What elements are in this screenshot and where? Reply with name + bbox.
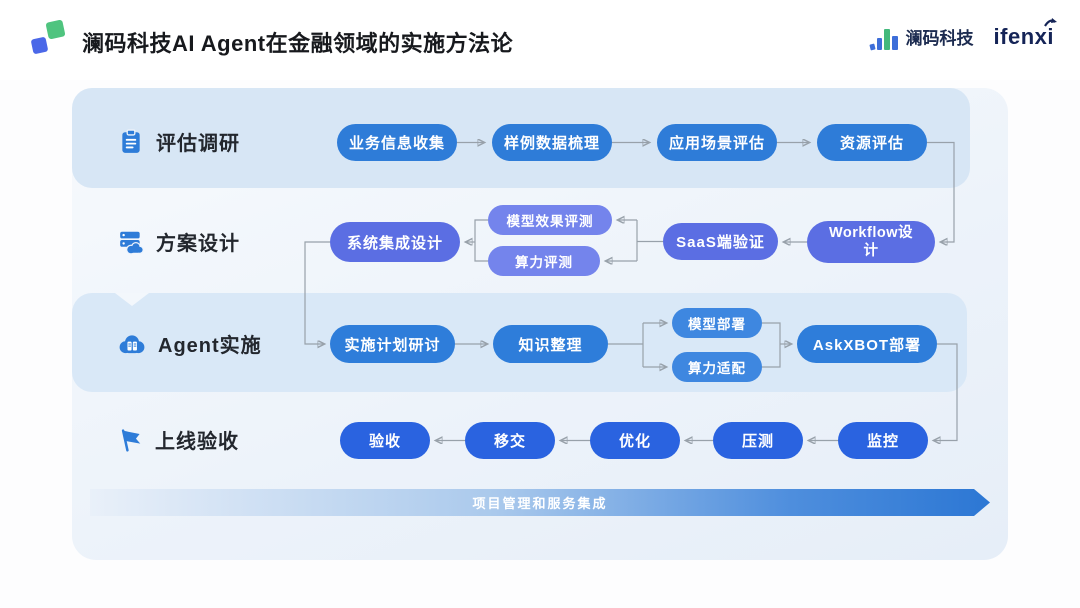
header: 澜码科技AI Agent在金融领域的实施方法论 澜码科技 ifenxi [0, 0, 1080, 80]
clipboard-icon [122, 128, 140, 153]
node-model-deployment: 模型部署 [672, 308, 762, 338]
row-label: 上线验收 [155, 431, 239, 453]
node-handover: 移交 [465, 422, 555, 459]
row-label: 评估调研 [156, 133, 240, 155]
footer-label: 项目管理和服务集成 [472, 496, 608, 511]
row-label: 方案设计 [156, 233, 240, 255]
row-header-design: 方案设计 [118, 227, 240, 256]
row-header-assess: 评估调研 [118, 127, 240, 156]
node-compute-evaluation: 算力评测 [488, 246, 600, 276]
cloud-agent-icon [119, 334, 145, 353]
lanma-brand-text: 澜码科技 [905, 29, 974, 48]
footer-arrow-bar: 项目管理和服务集成 [90, 489, 990, 516]
lanma-squares-logo-icon [30, 19, 66, 56]
node-compute-adaptation: 算力适配 [672, 352, 762, 382]
node-askxbot-deployment: AskXBOT部署 [797, 325, 937, 363]
node-knowledge-organization: 知识整理 [493, 325, 608, 363]
node-implementation-plan-discussion: 实施计划研讨 [330, 325, 455, 363]
lanma-brand: 澜码科技 [868, 24, 974, 51]
node-workflow-design: Workflow设计 [807, 221, 935, 263]
node-business-info-collection: 业务信息收集 [337, 124, 457, 161]
node-resource-evaluation: 资源评估 [817, 124, 927, 161]
header-brands: 澜码科技 ifenxi [868, 18, 1057, 51]
ifenxi-accent-icon [1044, 18, 1057, 27]
node-system-integration-design: 系统集成设计 [330, 222, 460, 262]
flag-icon [121, 429, 141, 452]
node-monitoring: 监控 [838, 422, 928, 459]
server-cloud-icon [120, 231, 144, 255]
node-saas-verification: SaaS端验证 [663, 223, 778, 260]
node-sample-data-sorting: 样例数据梳理 [492, 124, 612, 161]
node-stress-test: 压测 [713, 422, 803, 459]
node-acceptance: 验收 [340, 422, 430, 459]
row-header-launch: 上线验收 [118, 425, 239, 454]
node-optimization: 优化 [590, 422, 680, 459]
row-header-implement: Agent实施 [118, 329, 262, 358]
ifenxi-brand-text: ifenxi [994, 18, 1057, 50]
band-notch [115, 293, 149, 306]
row-label: Agent实施 [158, 335, 262, 357]
page-title: 澜码科技AI Agent在金融领域的实施方法论 [82, 31, 514, 56]
node-scenario-evaluation: 应用场景评估 [657, 124, 777, 161]
node-model-effect-evaluation: 模型效果评测 [488, 205, 612, 235]
lanma-barchart-icon [868, 28, 898, 51]
